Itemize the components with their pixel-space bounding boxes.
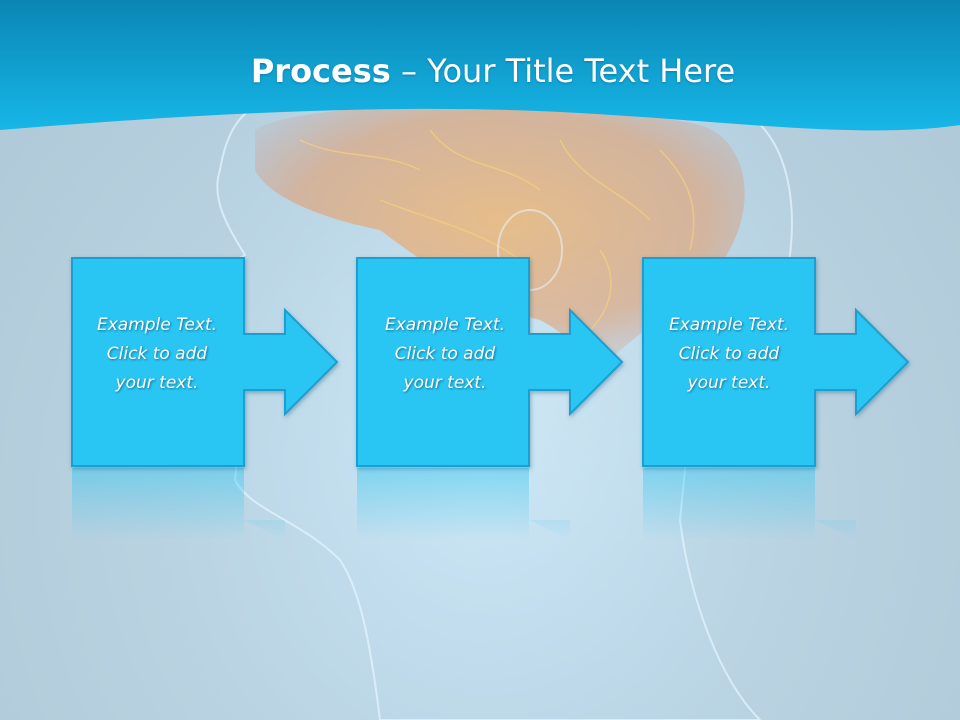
step-3-line-2: Click to add [678, 344, 780, 364]
step-3-text[interactable]: Example Text. Click to add your text. [649, 311, 809, 398]
step-3-reflection [643, 468, 856, 540]
title-banner [0, 0, 960, 131]
process-step-1[interactable] [71, 257, 339, 540]
step-1-line-2: Click to add [106, 344, 208, 364]
step-2-line-3: your text. [403, 373, 487, 393]
step-3-line-3: your text. [687, 373, 771, 393]
step-1-line-1: Example Text. [96, 315, 218, 335]
step-1-arrow-box[interactable] [71, 257, 339, 467]
slide-title[interactable]: Process – Your Title Text Here [0, 52, 960, 90]
step-1-line-3: your text. [115, 373, 199, 393]
process-step-3[interactable] [642, 257, 910, 540]
step-2-text[interactable]: Example Text. Click to add your text. [365, 311, 525, 398]
step-2-line-1: Example Text. [384, 315, 506, 335]
title-rest-part: – Your Title Text Here [390, 52, 736, 90]
title-bold-part: Process [250, 52, 391, 90]
step-1-reflection [72, 468, 285, 540]
process-step-2[interactable] [356, 257, 624, 540]
step-2-line-2: Click to add [394, 344, 496, 364]
step-3-arrow-box[interactable] [642, 257, 910, 467]
step-2-arrow-box[interactable] [356, 257, 624, 467]
step-3-line-1: Example Text. [668, 315, 790, 335]
step-2-reflection [357, 468, 570, 540]
step-1-text[interactable]: Example Text. Click to add your text. [77, 311, 237, 398]
